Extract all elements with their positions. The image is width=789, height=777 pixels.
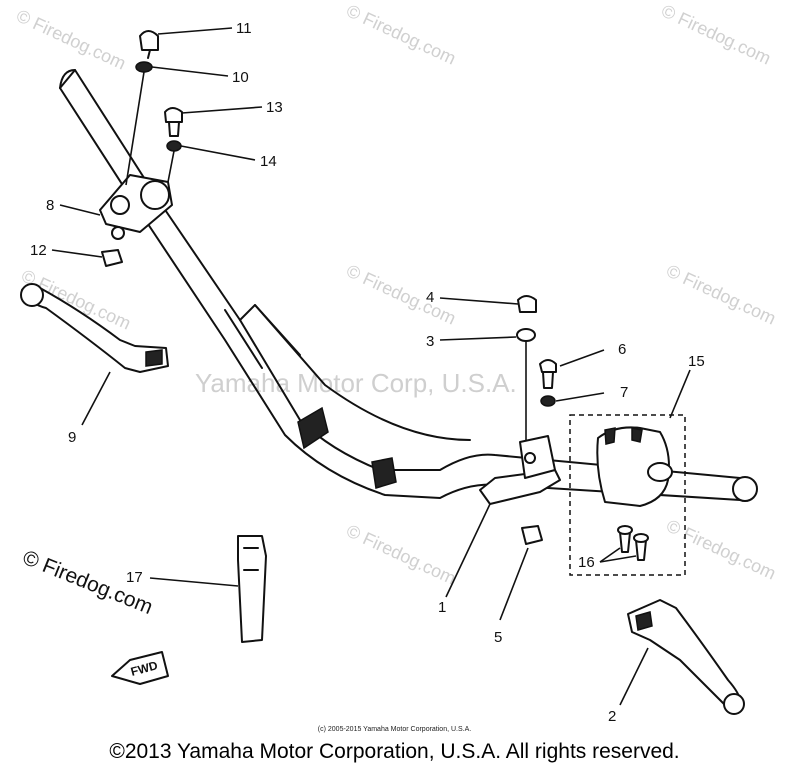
- screws-16: [617, 525, 649, 561]
- callout-3: 3: [426, 333, 434, 350]
- callout-2: 2: [608, 708, 616, 725]
- callout-4: 4: [426, 289, 434, 306]
- callout-5: 5: [494, 629, 502, 646]
- watermark-firedog: © Firedog.com: [13, 5, 129, 73]
- nut-5: [521, 525, 543, 545]
- callout-11: 11: [236, 20, 252, 37]
- callout-7: 7: [620, 384, 628, 401]
- watermark-layer: © Firedog.com © Firedog.com © Firedog.co…: [13, 0, 779, 588]
- bolt-11: [139, 30, 159, 59]
- callout-labels: 11 10 13 14 8 12 9 4 3 6 7 15 16 17 1 5 …: [30, 20, 705, 725]
- bolt-4: [517, 295, 537, 313]
- right-handlebar-switch: [596, 426, 673, 507]
- callout-15: 15: [688, 353, 705, 370]
- forward-direction-arrow: FWD: [111, 651, 169, 685]
- watermark-firedog: © Firedog.com: [343, 520, 459, 588]
- switch-assembly-box: [569, 414, 686, 576]
- bolt-axis-line: [125, 71, 145, 186]
- upper-handlebar-holder: [99, 174, 173, 240]
- callout-13: 13: [266, 99, 283, 116]
- callout-9: 9: [68, 429, 76, 446]
- brake-lever: [627, 599, 745, 715]
- callout-10: 10: [232, 69, 249, 86]
- watermark-yamaha: Yamaha Motor Corp, U.S.A.: [195, 368, 517, 398]
- cable-band: [237, 535, 267, 643]
- watermark-firedog: © Firedog.com: [343, 0, 459, 68]
- callout-12: 12: [30, 242, 47, 259]
- footer-copyright: ©2013 Yamaha Motor Corporation, U.S.A. A…: [109, 740, 680, 763]
- callout-16: 16: [578, 554, 595, 571]
- bolt-6: [539, 359, 557, 389]
- watermark-firedog: © Firedog.com: [343, 260, 459, 328]
- callout-8: 8: [46, 197, 54, 214]
- nut-12: [101, 249, 123, 267]
- bolt-13: [164, 107, 183, 137]
- callout-leaders: [51, 27, 691, 706]
- washer-7: [540, 395, 556, 407]
- washer-3: [516, 328, 536, 342]
- handlebar: [59, 69, 758, 502]
- bolt-axis-line: [167, 150, 175, 183]
- fwd-label: FWD: [129, 658, 159, 679]
- callout-17: 17: [126, 569, 143, 586]
- callout-6: 6: [618, 341, 626, 358]
- watermark-firedog: © Firedog.com: [663, 515, 779, 583]
- washer-10: [135, 61, 153, 73]
- lower-handlebar-holder: [479, 435, 561, 505]
- callout-1: 1: [438, 599, 446, 616]
- callout-14: 14: [260, 153, 277, 170]
- small-copyright-notice: (c) 2005-2015 Yamaha Motor Corporation, …: [317, 726, 472, 733]
- watermark-firedog: © Firedog.com: [663, 260, 779, 328]
- clutch-lever: [20, 283, 169, 373]
- washer-14: [166, 140, 182, 152]
- watermark-firedog: © Firedog.com: [658, 0, 774, 68]
